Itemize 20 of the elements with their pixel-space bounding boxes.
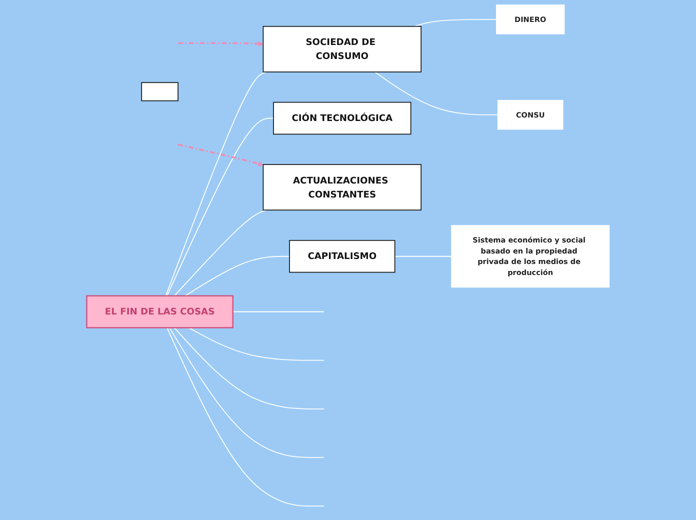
branch-line	[174, 327, 324, 410]
branch-line	[394, 256, 452, 257]
branch-line	[188, 327, 324, 361]
dashed-arrow	[178, 144, 264, 166]
branch-line	[166, 327, 324, 506]
topic-box: CAPITALISMO	[289, 240, 396, 273]
topic-box: ACTUALIZACIONES CONSTANTES	[262, 164, 422, 211]
branch-line	[414, 18, 497, 27]
branch-line	[374, 72, 498, 116]
topic-box: CIÓN TECNOLÓGICA	[273, 102, 412, 135]
branch-line	[184, 256, 290, 296]
branch-line	[165, 72, 268, 296]
central-topic-box: EL FIN DE LAS COSAS	[86, 295, 234, 328]
branch-line	[174, 210, 268, 296]
topic-box	[141, 82, 178, 102]
branch-line	[166, 118, 274, 296]
dashed-arrow	[178, 41, 264, 46]
topic-box: SOCIEDAD DE CONSUMO	[262, 26, 422, 72]
branch-line	[232, 311, 324, 312]
branch-line	[168, 327, 324, 458]
